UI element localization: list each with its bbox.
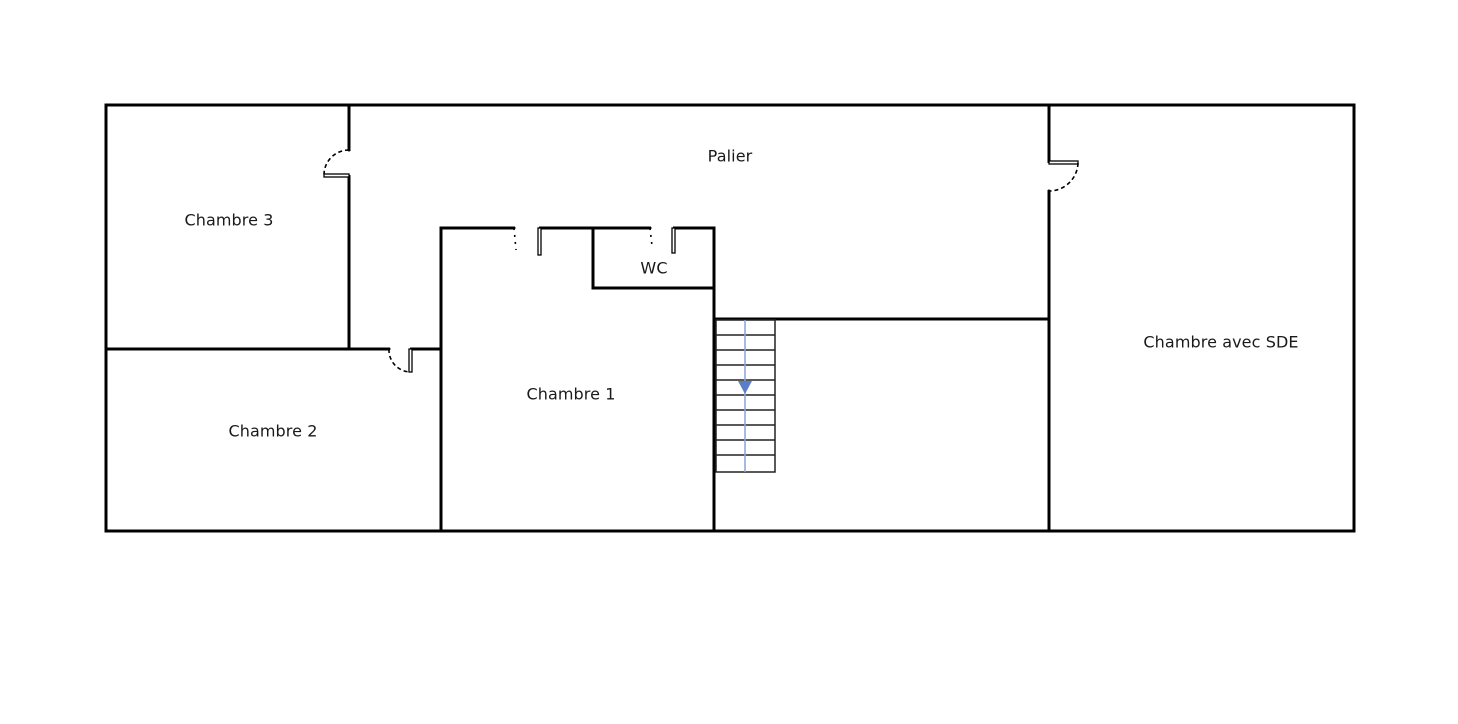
staircase	[715, 319, 776, 473]
door-chambre-2[interactable]	[387, 346, 413, 373]
room-label-chambre-1: Chambre 1	[526, 384, 616, 404]
outer-walls	[104, 103, 1356, 533]
room-label-chambre-sde: Chambre avec SDE	[1143, 332, 1299, 352]
door-wc[interactable]	[648, 225, 676, 254]
door-chambre-1[interactable]	[512, 225, 542, 256]
door-chambre-3[interactable]	[323, 148, 352, 178]
room-label-chambre-3: Chambre 3	[184, 210, 274, 230]
doors	[323, 148, 1079, 373]
outer-wall	[104, 103, 1356, 533]
door-chambre-sde[interactable]	[1046, 160, 1079, 193]
interior-walls	[104, 103, 1051, 533]
arrow-down-icon	[738, 381, 752, 394]
room-label-palier: Palier	[707, 146, 753, 166]
room-label-wc: WC	[640, 258, 668, 278]
room-label-chambre-2: Chambre 2	[228, 421, 318, 441]
